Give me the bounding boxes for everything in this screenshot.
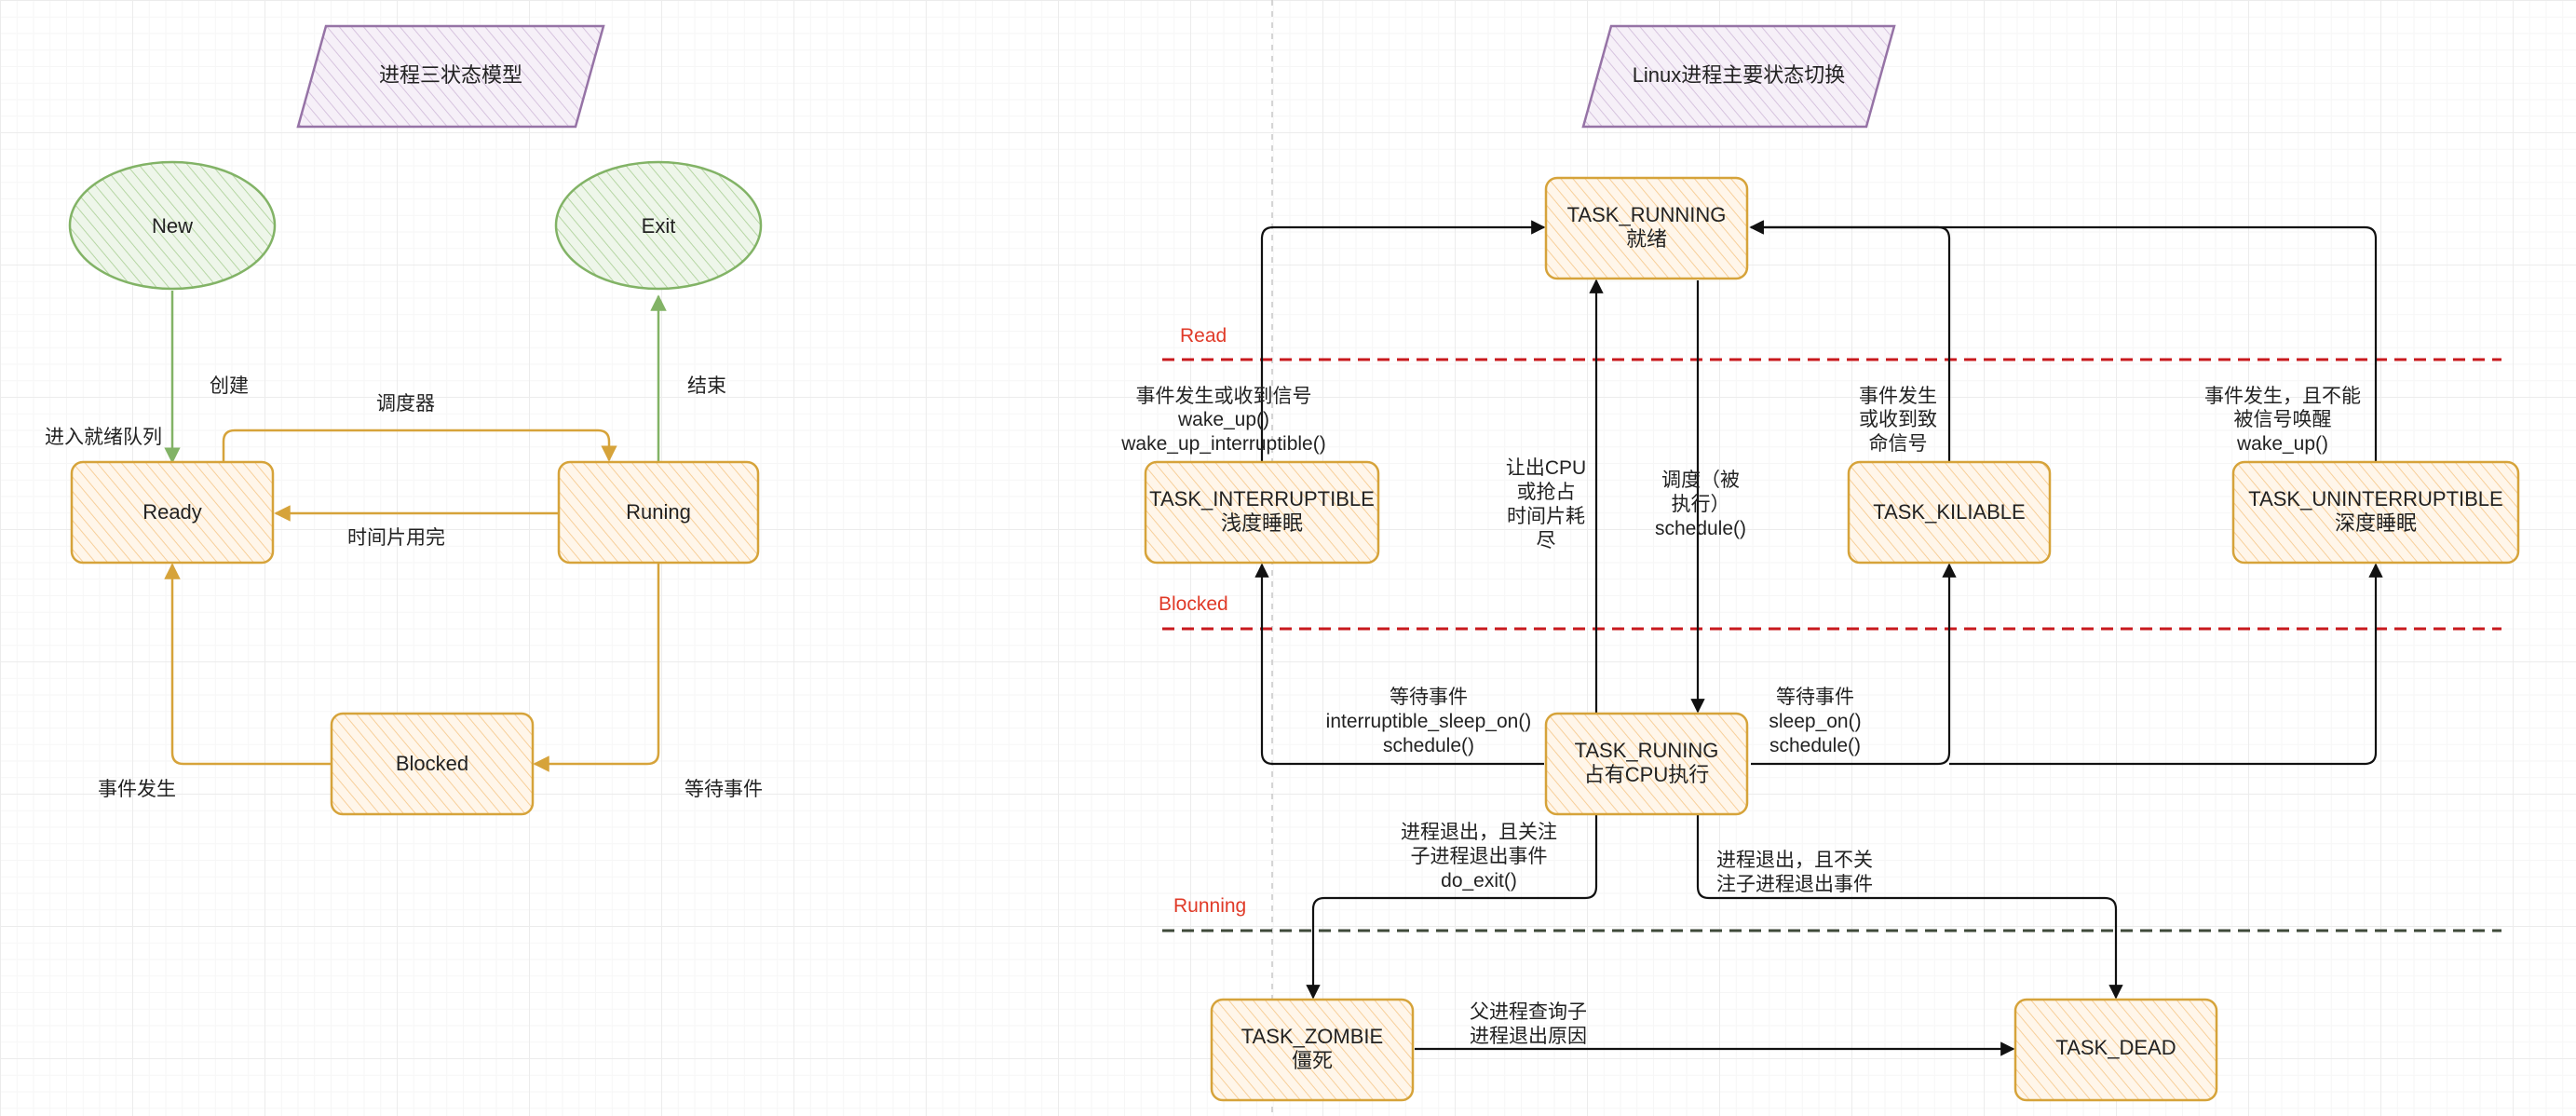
label-schedule: 调度（被 执行） schedule() [1655, 470, 1746, 539]
edge-interruptible-wakeup [1260, 220, 1546, 462]
label-uninterruptible-wake-line-1: 事件发生，且不能 [2204, 386, 2361, 407]
label-schedule-line-1: 调度（被 [1661, 470, 1740, 491]
label-fatal-signal: 事件发生 或收到致 命信号 [1859, 386, 1937, 455]
node-task-zombie-label-1: TASK_ZOMBIE [1241, 1025, 1383, 1048]
node-task-running-cpu-label-1: TASK_RUNING [1575, 739, 1719, 762]
node-ready: Ready [70, 460, 275, 565]
node-task-uninterruptible: TASK_UNINTERRUPTIBLE 深度睡眠 [2231, 460, 2520, 565]
label-fatal-signal-line-2: 或收到致 [1859, 409, 1937, 430]
label-fatal-signal-line-3: 命信号 [1869, 433, 1928, 455]
node-task-dead-label: TASK_DEAD [2055, 1036, 2176, 1059]
label-wakeup-interruptible-line-3: wake_up_interruptible() [1120, 433, 1325, 455]
label-wait-sleep-line-1: 等待事件 [1776, 687, 1854, 708]
label-exit-parent-ignores-line-1: 进程退出，且不关 [1716, 850, 1873, 871]
label-event-occurs: 事件发生 [98, 779, 176, 800]
label-create: 创建 [210, 375, 249, 397]
label-wait-sleep: 等待事件 sleep_on() schedule() [1769, 687, 1861, 756]
node-running: Runing [557, 460, 760, 565]
label-scheduler: 调度器 [376, 393, 435, 415]
zone-label-read: Read [1180, 325, 1227, 347]
node-ready-label: Ready [142, 500, 202, 524]
label-exit-parent-ignores: 进程退出，且不关 注子进程退出事件 [1716, 850, 1873, 895]
edge-exit-to-zombie [1306, 814, 1598, 1000]
label-timeslice: 时间片用完 [347, 527, 445, 549]
label-yield-line-2: 或抢占 [1517, 482, 1576, 503]
node-task-running-cpu-label-2: 占有CPU执行 [1584, 763, 1709, 786]
label-wakeup-interruptible-line-1: 事件发生或收到信号 [1136, 386, 1312, 407]
label-wait-sleep-line-2: sleep_on() [1769, 711, 1861, 732]
node-task-interruptible-label-2: 浅度睡眠 [1221, 511, 1303, 535]
node-blocked-label: Blocked [396, 752, 468, 775]
node-task-running-ready: TASK_RUNNING 就绪 [1544, 176, 1749, 280]
label-fatal-signal-line-1: 事件发生 [1859, 386, 1937, 407]
edge-scheduler [222, 429, 617, 462]
label-wakeup-interruptible-line-2: wake_up() [1177, 409, 1269, 430]
node-task-zombie-label-2: 僵死 [1292, 1049, 1333, 1072]
edge-wait-interruptible [1254, 563, 1544, 766]
edge-exit-to-dead [1696, 814, 2123, 1000]
node-new-label: New [152, 214, 193, 238]
label-yield-line-1: 让出CPU [1506, 457, 1586, 479]
label-uninterruptible-wake: 事件发生，且不能 被信号唤醒 wake_up() [2204, 386, 2361, 455]
node-task-running-ready-label-2: 就绪 [1626, 227, 1667, 251]
label-exit-parent-cares-line-3: do_exit() [1441, 870, 1517, 891]
left-title: 进程三状态模型 [296, 24, 605, 129]
label-uninterruptible-wake-line-2: 被信号唤醒 [2234, 409, 2332, 430]
node-task-uninterruptible-label-1: TASK_UNINTERRUPTIBLE [2248, 487, 2502, 510]
label-wait-interruptible-line-1: 等待事件 [1390, 687, 1468, 708]
right-title: Linux进程主要状态切换 [1581, 24, 1896, 129]
node-task-interruptible-label-1: TASK_INTERRUPTIBLE [1149, 487, 1375, 510]
edge-wait-killable [1751, 563, 1957, 766]
label-wait-interruptible-line-2: interruptible_sleep_on() [1326, 711, 1532, 732]
label-parent-query: 父进程查询子 进程退出原因 [1470, 1001, 1587, 1047]
label-exit-parent-cares: 进程退出，且关注 子进程退出事件 do_exit() [1401, 822, 1557, 891]
label-yield: 让出CPU 或抢占 时间片耗 尽 [1506, 457, 1586, 551]
right-title-text: Linux进程主要状态切换 [1633, 63, 1846, 87]
label-schedule-line-3: schedule() [1655, 518, 1746, 539]
label-uninterruptible-wake-line-3: wake_up() [2236, 433, 2328, 455]
zone-label-blocked: Blocked [1159, 593, 1228, 615]
label-exit-parent-cares-line-2: 子进程退出事件 [1411, 846, 1548, 867]
label-yield-line-3: 时间片耗 [1507, 506, 1585, 527]
label-wait-interruptible-line-3: schedule() [1383, 735, 1474, 756]
label-wait-event: 等待事件 [685, 779, 763, 800]
node-task-uninterruptible-label-2: 深度睡眠 [2335, 511, 2417, 535]
node-task-interruptible: TASK_INTERRUPTIBLE 浅度睡眠 [1144, 460, 1380, 565]
node-running-label: Runing [626, 500, 691, 524]
left-title-text: 进程三状态模型 [379, 63, 522, 87]
edge-wait-uninterruptible [1949, 563, 2383, 766]
label-yield-line-4: 尽 [1537, 530, 1556, 551]
edge-wait-event-left [533, 563, 660, 772]
label-parent-query-line-2: 进程退出原因 [1470, 1026, 1587, 1047]
zone-label-running: Running [1173, 895, 1246, 917]
node-task-zombie: TASK_ZOMBIE 僵死 [1210, 998, 1415, 1102]
label-parent-query-line-1: 父进程查询子 [1470, 1001, 1587, 1023]
label-exit-parent-ignores-line-2: 注子进程退出事件 [1716, 874, 1873, 895]
node-task-killable-label: TASK_KILIABLE [1873, 500, 2025, 524]
node-exit-label: Exit [642, 214, 676, 238]
node-blocked: Blocked [330, 712, 535, 816]
label-exit-parent-cares-line-1: 进程退出，且关注 [1401, 822, 1557, 843]
node-new: New [68, 160, 277, 291]
node-task-dead: TASK_DEAD [2013, 998, 2218, 1102]
node-exit: Exit [554, 160, 763, 291]
node-task-killable: TASK_KILIABLE [1847, 460, 2052, 565]
edge-event-occurs-left [164, 563, 332, 766]
label-wait-sleep-line-3: schedule() [1769, 735, 1861, 756]
label-end: 结束 [687, 375, 726, 397]
label-wakeup-interruptible: 事件发生或收到信号 wake_up() wake_up_interruptibl… [1120, 386, 1325, 455]
node-task-running-cpu: TASK_RUNING 占有CPU执行 [1544, 712, 1749, 816]
edge-uninterruptible-wakeup [1749, 220, 2378, 462]
label-enqueue: 进入就绪队列 [45, 427, 162, 448]
label-schedule-line-2: 执行） [1672, 494, 1730, 515]
label-wait-interruptible: 等待事件 interruptible_sleep_on() schedule() [1326, 687, 1532, 756]
node-task-running-ready-label-1: TASK_RUNNING [1567, 203, 1727, 226]
